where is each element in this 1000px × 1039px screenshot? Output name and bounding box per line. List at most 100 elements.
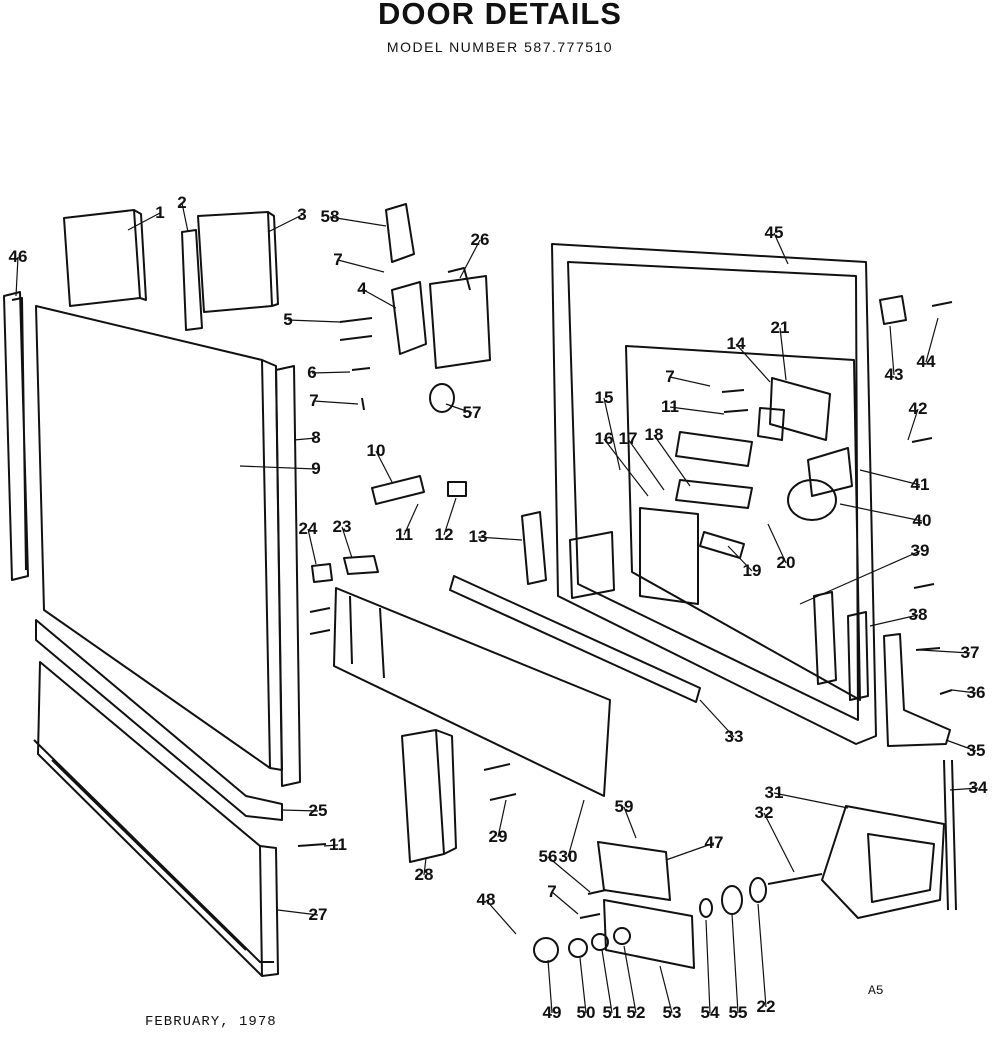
part-33-drawing <box>449 575 701 703</box>
screws-drawing <box>297 301 953 919</box>
leader-line-48 <box>485 899 517 935</box>
leader-line-52 <box>623 945 637 1014</box>
part-51-drawing <box>591 933 609 951</box>
part-34-drawing <box>943 759 957 911</box>
leader-line-11 <box>323 844 339 847</box>
leader-line-3 <box>267 214 303 233</box>
leader-line-40 <box>839 503 923 522</box>
publication-date: FEBRUARY, 1978 <box>145 1014 277 1030</box>
part-27-drawing <box>33 661 274 977</box>
leader-line-39 <box>799 550 921 605</box>
leader-line-7 <box>337 259 385 273</box>
part-label-47: 47 <box>705 833 724 852</box>
part-50-drawing <box>568 938 588 958</box>
leader-line-54 <box>705 919 711 1014</box>
part-label-46: 46 <box>9 247 28 266</box>
leader-line-18 <box>653 434 691 487</box>
part-label-7: 7 <box>333 250 342 269</box>
part-label-58: 58 <box>321 207 340 226</box>
part-label-4: 4 <box>357 279 367 298</box>
leader-line-50 <box>579 957 587 1014</box>
leader-line-23 <box>341 526 353 559</box>
leader-line-46 <box>15 256 19 297</box>
leader-line-5 <box>287 319 341 323</box>
leader-line-13 <box>477 536 523 541</box>
part-22-drawing <box>749 877 767 903</box>
leader-line-33 <box>699 699 735 738</box>
part-drawings <box>3 203 957 977</box>
part-9-drawing <box>35 305 271 769</box>
leader-line-37 <box>919 649 971 654</box>
part-label-7: 7 <box>665 367 674 386</box>
part-23-drawing <box>343 555 379 575</box>
part-41-drawing <box>807 447 853 497</box>
part-label-17: 17 <box>619 429 638 448</box>
part-label-34: 34 <box>969 778 988 797</box>
leader-line-53 <box>659 965 673 1014</box>
part-28-drawing <box>401 729 457 863</box>
part-label-39: 39 <box>911 541 930 560</box>
part-label-26: 26 <box>471 230 490 249</box>
leader-line-7 <box>551 891 579 915</box>
part-54-drawing <box>699 898 713 918</box>
part-14-drawing <box>757 407 785 441</box>
part-38-drawing <box>813 591 869 701</box>
page-title: DOOR DETAILS <box>378 0 622 31</box>
leader-line-26 <box>459 239 481 279</box>
part-8-drawing <box>275 365 301 787</box>
part-40-drawing <box>787 479 837 521</box>
leader-line-6 <box>311 371 351 374</box>
part-label-15: 15 <box>595 388 614 407</box>
leader-line-56 <box>547 856 591 893</box>
part-53-drawing <box>603 899 695 969</box>
leader-line-51 <box>601 949 613 1014</box>
leader-line-59 <box>623 806 637 839</box>
part-10-drawing <box>371 475 425 505</box>
part-45-drawing <box>551 243 877 745</box>
leader-line-47 <box>665 842 715 861</box>
part-57-drawing <box>429 383 455 413</box>
leader-line-57 <box>445 403 473 414</box>
leader-line-10 <box>375 450 393 483</box>
leader-line-49 <box>547 959 553 1014</box>
leader-line-16 <box>603 438 649 497</box>
part-label-32: 32 <box>755 803 774 822</box>
leader-line-44 <box>925 317 939 363</box>
part-49-drawing <box>533 937 559 963</box>
part-label-42: 42 <box>909 399 928 418</box>
part-43-drawing <box>879 295 907 325</box>
part-label-23: 23 <box>333 517 352 536</box>
part-32-drawing <box>767 873 823 885</box>
leader-line-12 <box>443 497 457 536</box>
leader-line-14 <box>735 343 771 383</box>
part-label-16: 16 <box>595 429 614 448</box>
part-47-drawing <box>597 841 671 901</box>
leader-line-28 <box>423 857 427 876</box>
part-45-inner <box>567 261 861 721</box>
part-30-drawing <box>333 587 611 797</box>
part-label-21: 21 <box>771 318 790 337</box>
part-label-7: 7 <box>309 391 318 410</box>
leader-line-24 <box>307 528 317 565</box>
part-label-14: 14 <box>727 334 746 353</box>
part-label-10: 10 <box>367 441 386 460</box>
part-17-18-drawing <box>675 431 753 509</box>
part-label-45: 45 <box>765 223 784 242</box>
leader-line-29 <box>497 799 507 838</box>
leader-line-35 <box>945 739 977 752</box>
leader-line-32 <box>763 812 795 873</box>
part-55-drawing <box>721 885 743 915</box>
part-label-31: 31 <box>765 783 784 802</box>
leader-line-36 <box>951 689 977 694</box>
part-label-38: 38 <box>909 605 928 624</box>
part-label-11: 11 <box>329 835 347 854</box>
part-label-7: 7 <box>547 882 556 901</box>
part-46-drawing <box>3 291 29 581</box>
leader-line-19 <box>727 545 753 572</box>
leader-line-22 <box>757 903 767 1008</box>
leader-line-17 <box>627 438 665 491</box>
part-label-1: 1 <box>155 203 164 222</box>
leader-line-7 <box>313 400 359 405</box>
part-2-drawing <box>181 229 203 331</box>
